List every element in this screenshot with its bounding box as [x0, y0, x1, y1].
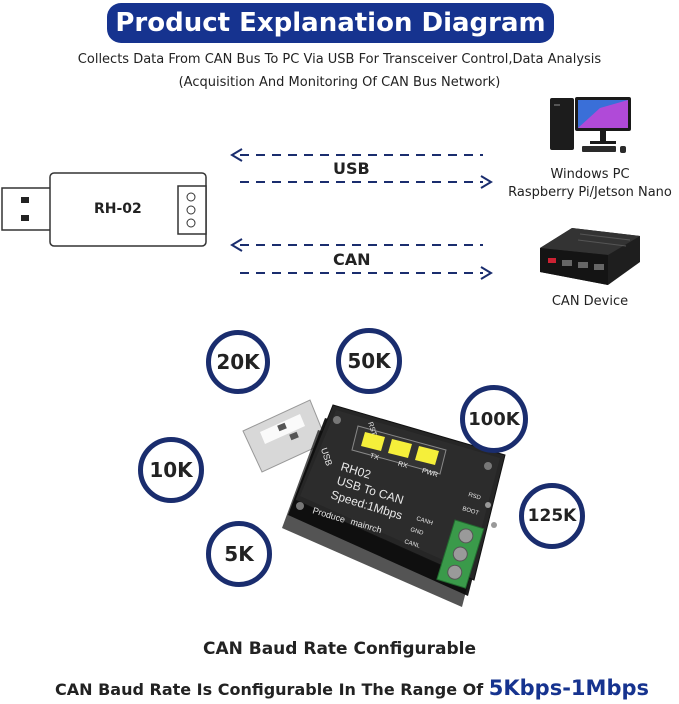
board-led-rx: RX — [397, 461, 409, 471]
pc-label-line2: Raspberry Pi/Jetson Nano — [508, 185, 672, 200]
baud-badge-100k: 100K — [460, 385, 528, 453]
board-rsd-label: RSD — [467, 492, 482, 502]
footer-description: CAN Baud Rate Is Configurable In The Ran… — [55, 676, 649, 700]
usb-link-label: USB — [333, 159, 370, 178]
title-banner: Product Explanation Diagram — [107, 3, 554, 43]
can-link-label: CAN — [333, 250, 371, 269]
board-boot-label: BOOT — [461, 506, 479, 517]
device-model-label: RH-02 — [94, 201, 142, 217]
subtitle-line-2: (Acquisition And Monitoring Of CAN Bus N… — [178, 75, 501, 90]
pc-illustration — [550, 97, 631, 153]
pc-label-line1: Windows PC — [550, 167, 630, 182]
usb-link-arrows — [230, 148, 493, 189]
can-device-illustration — [540, 228, 640, 285]
board-rst-label: RST — [366, 421, 377, 437]
baud-badge-125k: 125K — [519, 483, 585, 549]
can-device-label: CAN Device — [551, 294, 629, 309]
can-link-arrows — [230, 238, 493, 280]
baud-badge-10k: 10K — [138, 437, 204, 503]
board-led-pwr: PWR — [421, 468, 439, 479]
baud-badge-5k: 5K — [206, 521, 272, 587]
board-pin-gnd: GND — [409, 527, 424, 537]
baud-badge-50k: 50K — [336, 328, 402, 394]
footer-range: 5Kbps-1Mbps — [488, 676, 650, 700]
baud-badge-20k: 20K — [206, 330, 270, 394]
page-title: Product Explanation Diagram — [115, 8, 546, 38]
board-pin-canh: CANH — [415, 516, 433, 527]
footer-description-text: CAN Baud Rate Is Configurable In The Ran… — [55, 680, 489, 699]
board-silkscreen: USB RST TX RX PWR RH02 USB To CAN Speed:… — [311, 421, 482, 550]
board-pin-canl: CANL — [403, 539, 421, 550]
footer-heading: CAN Baud Rate Configurable — [202, 639, 477, 659]
subtitle-line-1: Collects Data From CAN Bus To PC Via USB… — [77, 52, 602, 67]
usb-stick-illustration — [1, 172, 207, 247]
pc-label: Windows PC Raspberry Pi/Jetson Nano — [505, 166, 675, 202]
usb-to-can-board — [242, 399, 506, 607]
board-led-tx: TX — [369, 453, 380, 462]
